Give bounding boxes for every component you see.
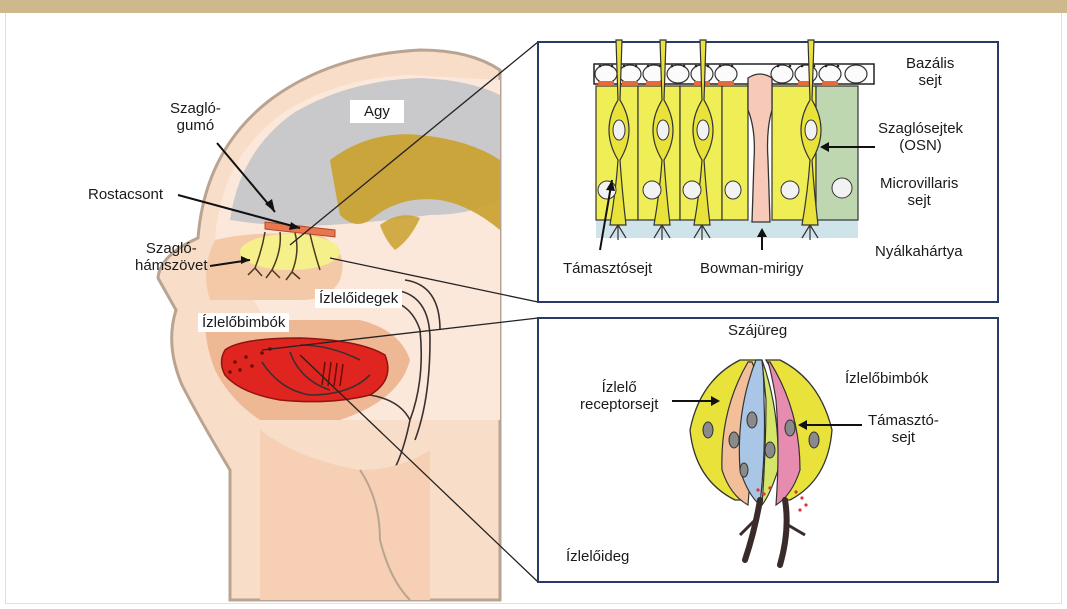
label-tamaszto-line1: Támasztó- xyxy=(868,412,939,429)
label-microvillaris-line1: Microvillaris xyxy=(880,175,958,192)
label-izlelo-receptor-line2: receptorsejt xyxy=(580,396,658,413)
label-szaglogumo-line2: gumó xyxy=(170,117,221,134)
label-szajureg: Szájüreg xyxy=(728,322,787,339)
label-izlelo-idegek: Ízlelőidegek xyxy=(315,289,402,308)
label-bazalis-sejt: Bazális sejt xyxy=(906,55,954,89)
label-izlelo-receptor-line1: Ízlelő xyxy=(580,379,658,396)
label-izlelobimbok-head: Ízlelőbimbók xyxy=(198,313,289,332)
label-tamaszto-line2: sejt xyxy=(868,429,939,446)
label-rostacsont: Rostacsont xyxy=(88,186,163,203)
label-szaglohamszovet-line1: Szagló- xyxy=(135,240,208,257)
label-szaglohamszovet: Szagló- hámszövet xyxy=(135,240,208,274)
olfactory-epithelium xyxy=(240,234,340,270)
label-tamaszto-sejt: Támasztó- sejt xyxy=(868,412,939,446)
label-izleloideg: Ízlelőideg xyxy=(566,548,629,565)
label-szaglosejtek-line1: Szaglósejtek xyxy=(878,120,963,137)
label-microvillaris-line2: sejt xyxy=(880,192,958,209)
label-tamasztosejt: Támasztósejt xyxy=(563,260,652,277)
label-szaglosejtek: Szaglósejtek (OSN) xyxy=(878,120,963,154)
label-nyalkahartya: Nyálkahártya xyxy=(875,243,963,260)
label-bazalis-line2: sejt xyxy=(906,72,954,89)
label-szaglogumo-line1: Szagló- xyxy=(170,100,221,117)
label-izlelo-receptorsejt: Ízlelő receptorsejt xyxy=(580,379,658,413)
label-szaglogumo: Szagló- gumó xyxy=(170,100,221,134)
label-bazalis-line1: Bazális xyxy=(906,55,954,72)
label-szaglohamszovet-line2: hámszövet xyxy=(135,257,208,274)
olfactory-epithelium-detail xyxy=(594,40,875,250)
label-izlelobimbok-inset: Ízlelőbimbók xyxy=(845,370,928,387)
label-szaglosejtek-line2: (OSN) xyxy=(878,137,963,154)
label-bowman-mirigy: Bowman-mirigy xyxy=(700,260,803,277)
label-agy: Agy xyxy=(350,100,404,123)
label-microvillaris: Microvillaris sejt xyxy=(880,175,958,209)
